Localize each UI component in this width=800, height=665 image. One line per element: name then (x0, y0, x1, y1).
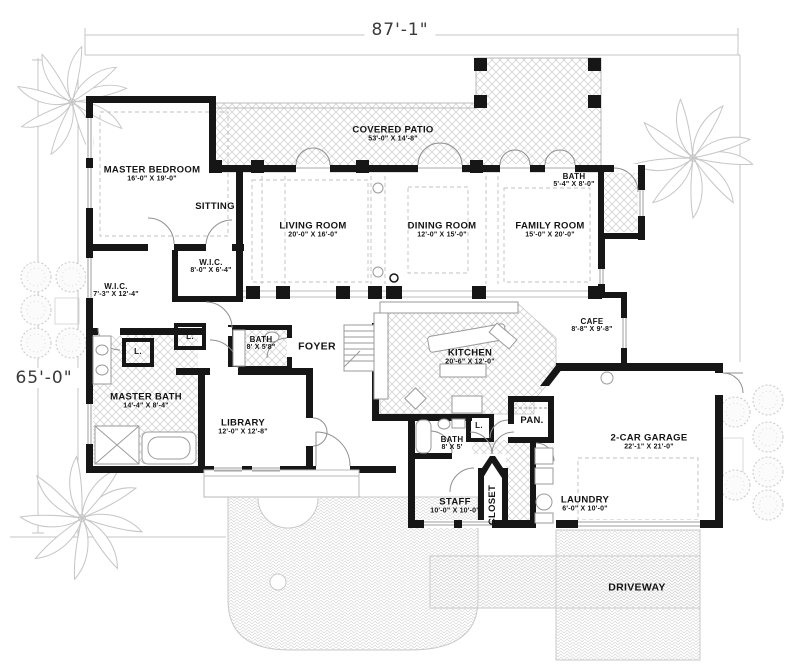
windows (86, 118, 723, 528)
shrub (719, 469, 751, 501)
shrub (752, 489, 784, 521)
shrub (20, 327, 52, 359)
vanity (92, 335, 112, 385)
stairs (343, 324, 375, 372)
bathtub (141, 431, 197, 465)
overall-height-dimension: 65'-0" (8, 368, 80, 388)
planter (54, 297, 80, 325)
hall-floor (472, 440, 508, 454)
hardscape (227, 467, 701, 661)
entry-porch (203, 469, 360, 498)
palm-tree (7, 443, 155, 592)
shrub (20, 294, 52, 326)
shrub (752, 421, 784, 453)
covered-patio-floor (214, 57, 602, 173)
shower (94, 425, 140, 465)
shrub (55, 261, 87, 293)
colonnade (215, 102, 600, 298)
cabana-bath-floor (604, 172, 639, 232)
entry-walkway (227, 496, 479, 651)
shrub (55, 327, 87, 359)
column-circles (372, 182, 614, 385)
laundry-appliances (534, 447, 554, 524)
doors (97, 142, 744, 493)
shrub (752, 456, 784, 488)
dashed-features (99, 111, 699, 521)
fixtures (92, 301, 554, 524)
kitchen-counters (373, 301, 519, 414)
shrub (719, 396, 751, 428)
shrub (20, 261, 52, 293)
overall-width-dimension: 87'-1" (364, 20, 436, 40)
hall-floor (506, 440, 530, 522)
shrub (752, 384, 784, 416)
garage-pad (577, 457, 699, 521)
